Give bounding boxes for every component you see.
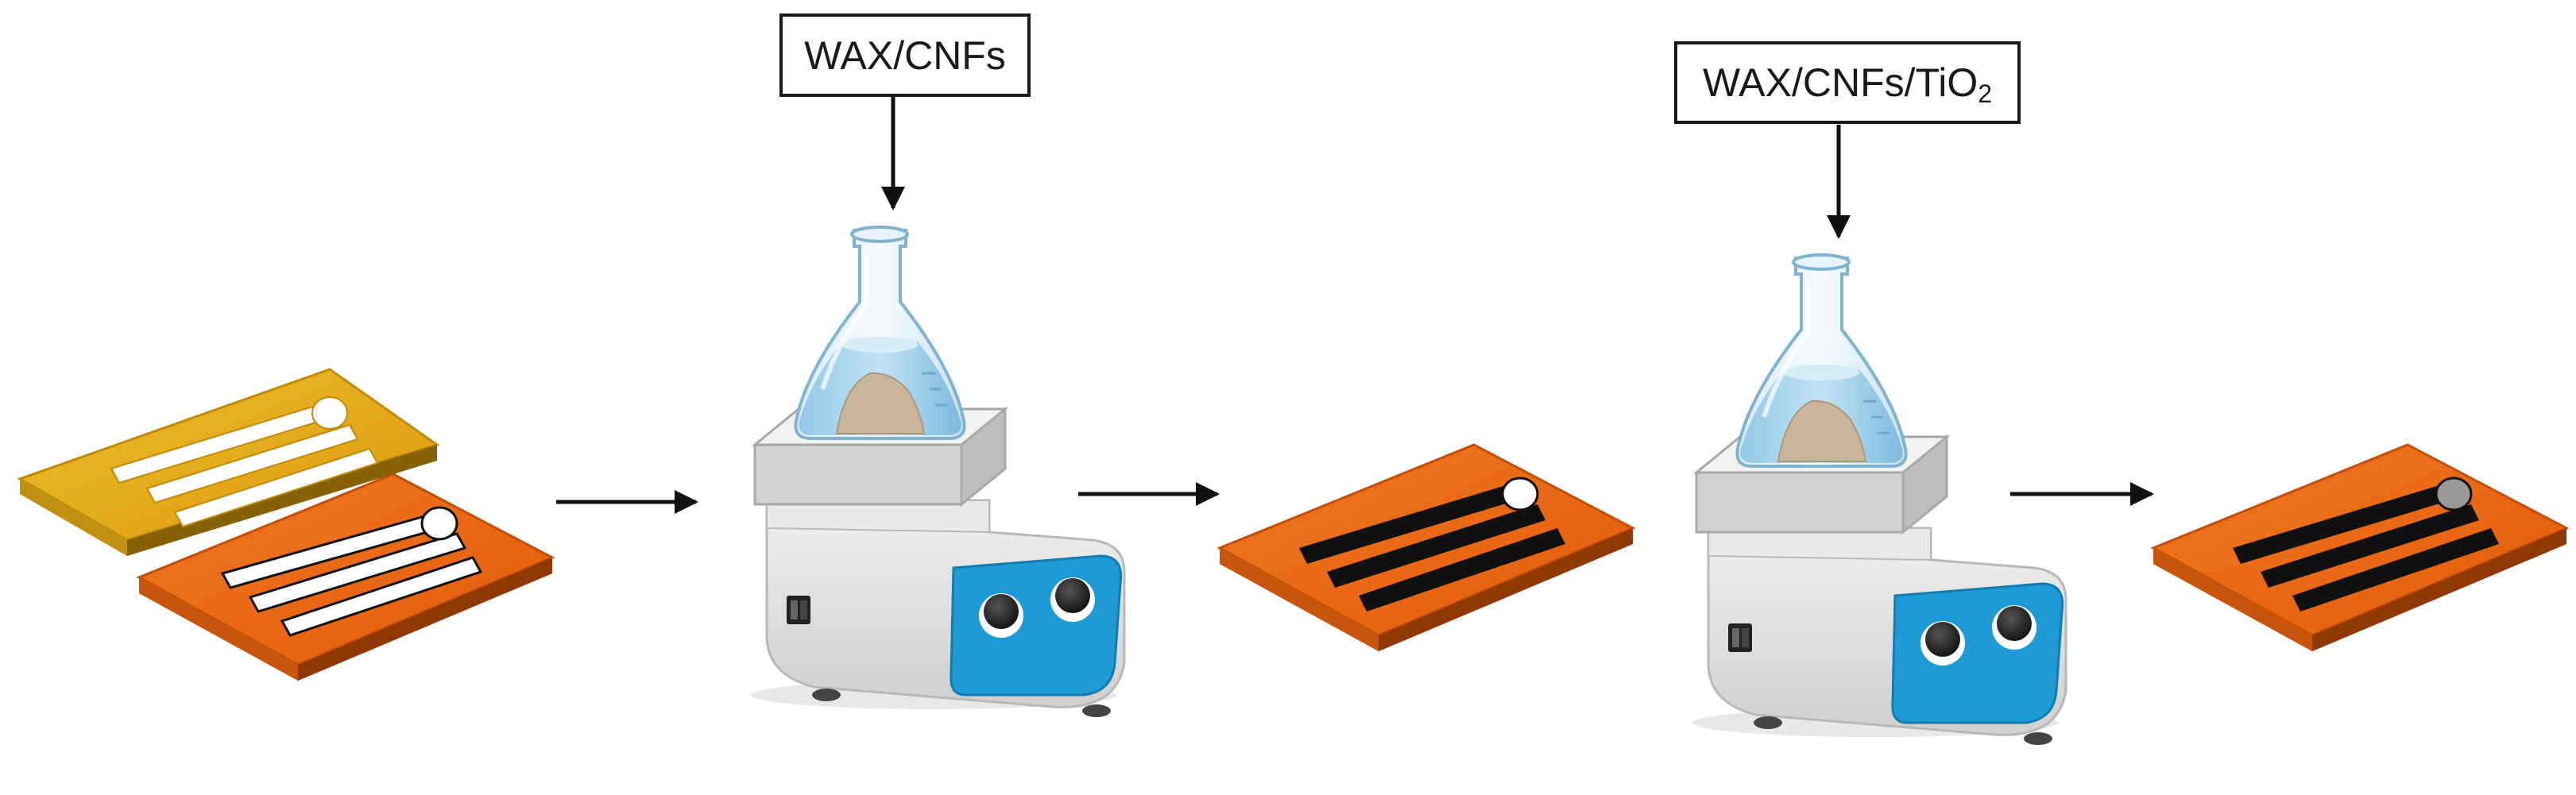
- orange-electrode-icon: [137, 473, 554, 682]
- magnetic-stirrer-icon: [1692, 255, 2066, 745]
- gold-electrode-icon: [17, 368, 440, 556]
- label-subscript: 2: [1978, 79, 1993, 108]
- label-wax-cnfs-text: WAX/CNFs: [804, 33, 1006, 78]
- magnetic-stirrer-icon: [751, 227, 1124, 717]
- orange-electrode-icon: [1218, 443, 1634, 653]
- orange-electrode-icon: [2152, 443, 2568, 653]
- label-wax-cnfs: WAX/CNFs: [779, 14, 1031, 97]
- label-wax-cnfs-tio2-text: WAX/CNFs/TiO: [1702, 60, 1978, 105]
